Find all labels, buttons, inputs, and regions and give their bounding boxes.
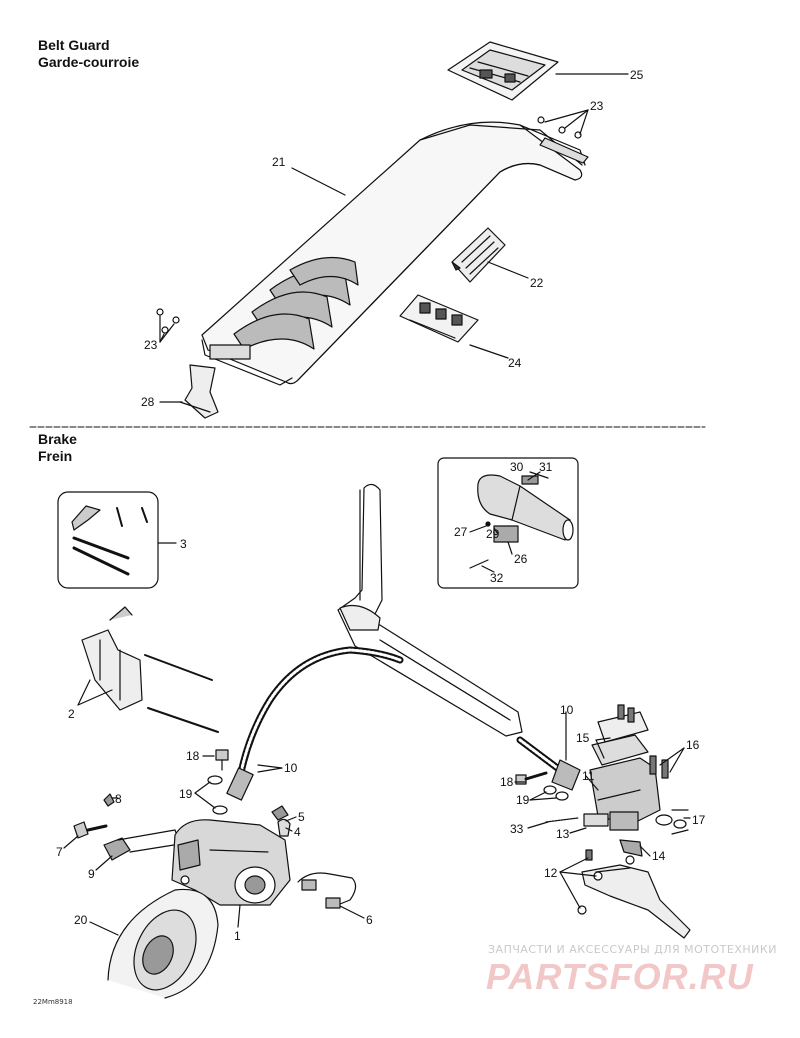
callout-3: 3 <box>180 537 187 551</box>
callout-9: 9 <box>88 867 95 881</box>
callout-17: 17 <box>692 813 706 827</box>
callout-12: 12 <box>544 866 558 880</box>
callout-4: 4 <box>294 825 301 839</box>
watermark-logo: PARTSFOR.RU <box>486 956 754 997</box>
callout-31: 31 <box>539 460 553 474</box>
callout-22: 22 <box>530 276 544 290</box>
callout-18: 18 <box>500 775 514 789</box>
callout-18: 18 <box>186 749 200 763</box>
callout-10: 10 <box>284 761 298 775</box>
watermark-tagline: ЗАПЧАСТИ И АКСЕССУАРЫ ДЛЯ МОТОТЕХНИКИ <box>488 943 777 956</box>
decal-24 <box>399 294 479 343</box>
bracket-2 <box>81 606 219 733</box>
callout-7: 7 <box>56 845 63 859</box>
belt-guard-title-fr: Garde-courroie <box>38 54 140 70</box>
decal-25 <box>447 41 559 101</box>
callout-19: 19 <box>179 787 193 801</box>
fitting-6 <box>297 872 357 909</box>
callout-26: 26 <box>514 552 528 566</box>
handlebar <box>337 483 523 737</box>
callout-6: 6 <box>366 913 373 927</box>
callout-32: 32 <box>490 571 504 585</box>
diagram-reference: 22Mm8918 <box>33 998 73 1006</box>
callout-30: 30 <box>510 460 524 474</box>
callout-5: 5 <box>298 810 305 824</box>
belt-guard-title: Belt Guard Garde-courroie <box>38 37 139 71</box>
callout-27: 27 <box>454 525 468 539</box>
callout-23: 23 <box>590 99 604 113</box>
brake-lever-12 <box>577 849 691 939</box>
callout-16: 16 <box>686 738 700 752</box>
belt-guard-21 <box>201 121 586 386</box>
callout-14: 14 <box>652 849 666 863</box>
callout-15: 15 <box>576 731 590 745</box>
callout-23: 23 <box>144 338 158 352</box>
callout-10: 10 <box>560 703 574 717</box>
brake-title-en: Brake <box>38 431 77 447</box>
belt-guard-title-en: Belt Guard <box>38 37 110 53</box>
callout-25: 25 <box>630 68 644 82</box>
callout-8: 8 <box>115 792 122 806</box>
decal-22 <box>451 227 506 283</box>
brake-disc-20 <box>107 888 219 999</box>
callout-13: 13 <box>556 827 570 841</box>
callout-2: 2 <box>68 707 75 721</box>
callout-24: 24 <box>508 356 522 370</box>
callout-11: 11 <box>582 769 595 783</box>
switch-assembly <box>469 474 574 569</box>
brake-caliper-1 <box>171 819 291 906</box>
callout-1: 1 <box>234 929 241 943</box>
brake-title-fr: Frein <box>38 448 73 464</box>
brake-hose <box>234 646 404 794</box>
callout-21: 21 <box>272 155 286 169</box>
bracket-28 <box>179 364 219 419</box>
callout-29: 29 <box>486 527 500 541</box>
callout-19: 19 <box>516 793 530 807</box>
callout-28: 28 <box>141 395 155 409</box>
callout-20: 20 <box>74 913 88 927</box>
brake-title: Brake Frein <box>38 431 77 465</box>
pin-kit-3 <box>71 505 148 576</box>
master-cylinder <box>545 704 687 857</box>
callout-33: 33 <box>510 822 524 836</box>
